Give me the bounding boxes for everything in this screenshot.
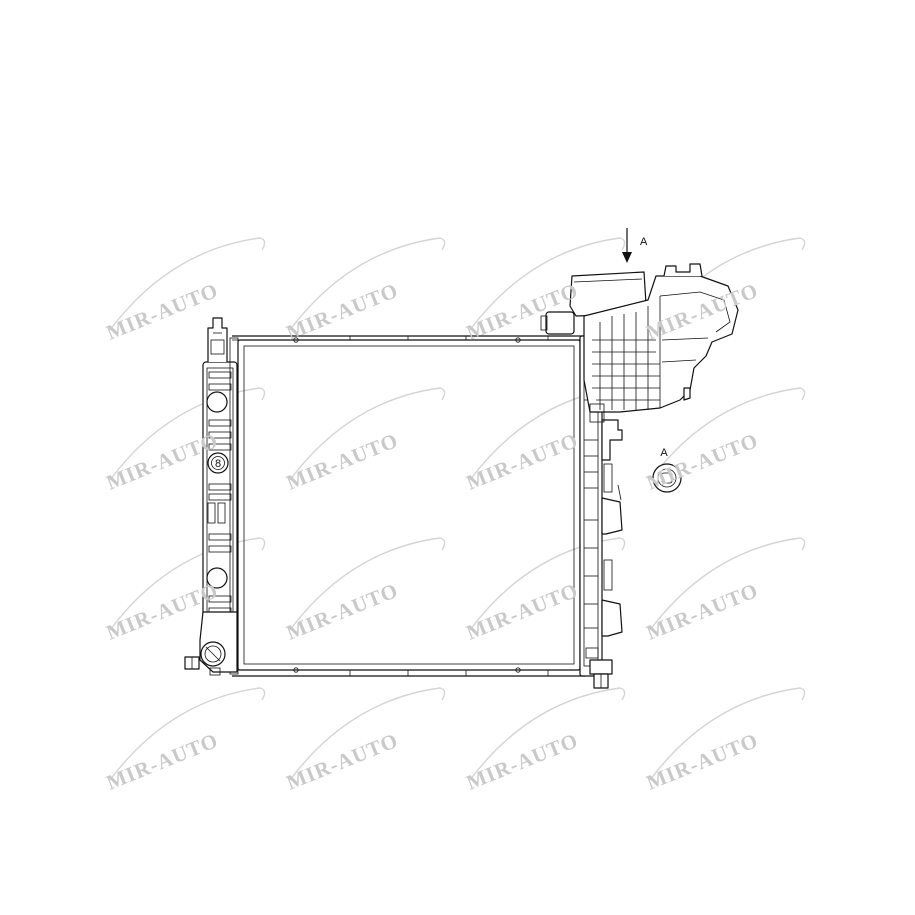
watermark-swoosh: [109, 687, 266, 781]
watermark-swoosh: [469, 687, 626, 781]
watermark-swoosh: [649, 537, 806, 631]
callout-label: A: [640, 236, 648, 248]
drain-plug: 8: [207, 452, 229, 474]
left-tank-rib: [208, 383, 232, 391]
left-tank-ribs: [208, 371, 232, 615]
watermark-mark: MIR-AUTO: [463, 278, 582, 345]
left-tank-rib: [208, 533, 232, 541]
left-boss-bottom: [206, 567, 228, 589]
watermark-mark: MIR-AUTO: [463, 578, 582, 645]
left-tank-rib: [208, 431, 232, 439]
left-tank-rib: [208, 545, 232, 553]
watermark-mark: MIR-AUTO: [643, 578, 762, 645]
watermark-mark: MIR-AUTO: [643, 428, 762, 495]
watermark-swoosh: [289, 537, 446, 631]
left-tank-rib: [208, 483, 232, 491]
cap-outer-ring: [652, 463, 682, 493]
detail-label: A: [660, 447, 668, 459]
watermark-swoosh: [289, 237, 446, 331]
watermark-mark: MIR-AUTO: [643, 728, 762, 795]
left-tank-rib: [208, 443, 232, 451]
watermark-mark: MIR-AUTO: [283, 278, 402, 345]
drain-plug-mark: 8: [215, 458, 221, 470]
watermark-swoosh: [649, 387, 806, 481]
watermark-mark: MIR-AUTO: [283, 428, 402, 495]
watermark-mark: MIR-AUTO: [283, 728, 402, 795]
expansion-tank: [540, 263, 739, 423]
watermark-swoosh: [649, 687, 806, 781]
left-tank-rib: [208, 371, 232, 379]
watermark-mark: MIR-AUTO: [103, 278, 222, 345]
left-boss-top: [206, 391, 228, 413]
watermark-swoosh: [109, 237, 266, 331]
detail-view: A: [652, 447, 682, 493]
watermark-mark: MIR-AUTO: [463, 428, 582, 495]
watermark-swoosh: [469, 237, 626, 331]
left-tank: 8: [184, 317, 239, 676]
watermark-mark: MIR-AUTO: [463, 728, 582, 795]
left-tank-rib: [208, 493, 232, 501]
watermark-mark: MIR-AUTO: [283, 578, 402, 645]
right-tank: [579, 335, 623, 689]
watermark-mark: MIR-AUTO: [103, 728, 222, 795]
watermark-swoosh: [289, 387, 446, 481]
callout-arrow: A: [622, 228, 648, 263]
watermark-swoosh: [289, 687, 446, 781]
left-tank-rib: [208, 419, 232, 427]
expansion-tank-grid: [592, 296, 661, 410]
left-tank-rib: [208, 595, 232, 603]
